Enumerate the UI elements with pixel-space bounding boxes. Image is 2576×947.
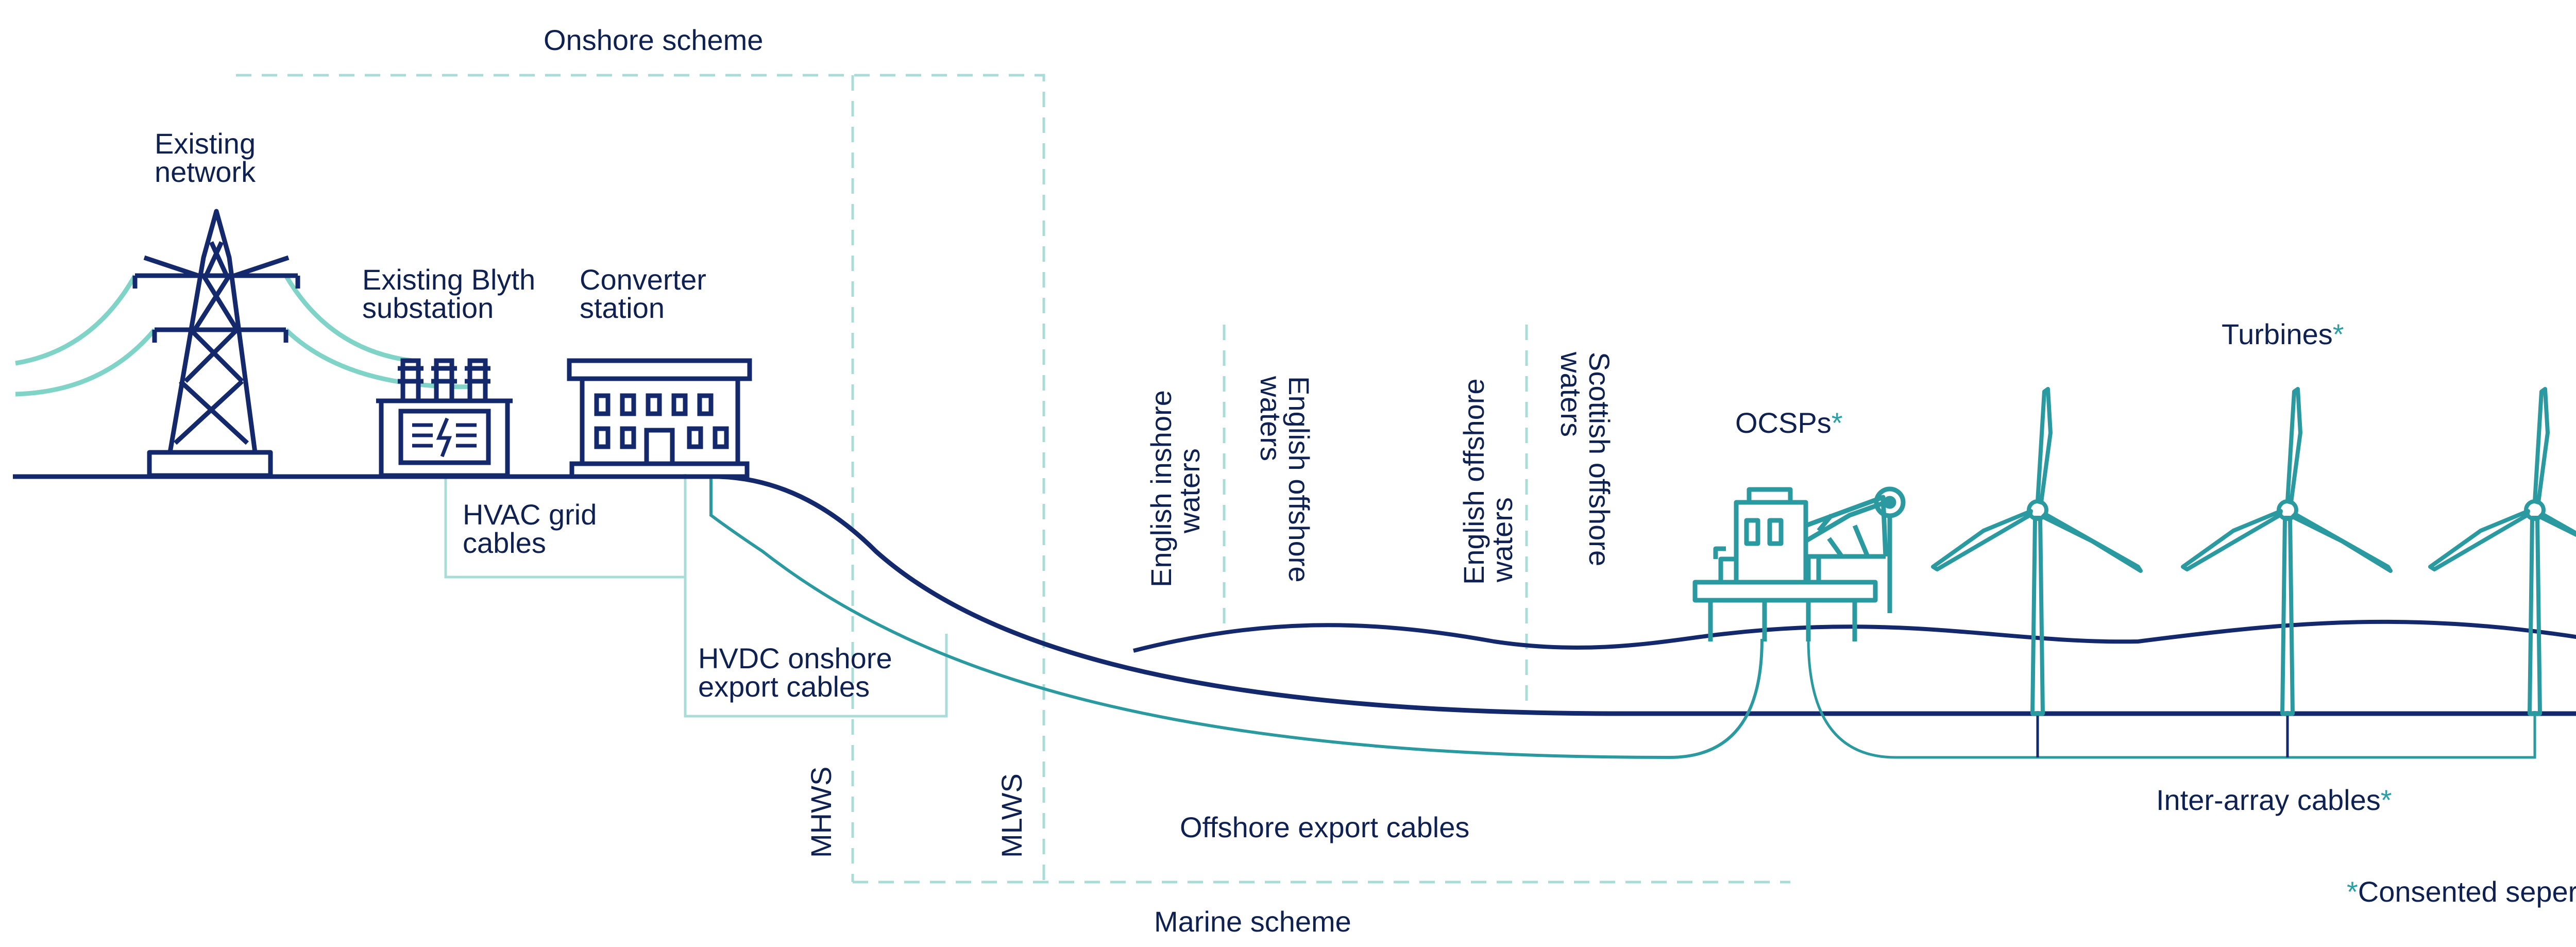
english-inshore-waters-label-line2: waters <box>1173 448 1206 534</box>
wind-turbine-icon <box>1931 387 2576 716</box>
scottish-offshore-waters-label-line2: waters <box>1555 351 1587 437</box>
array-tie-ticks <box>2036 714 2289 757</box>
turbine-3 <box>2428 387 2576 716</box>
english-offshore-waters-label-a: English offshore <box>1283 376 1315 583</box>
hvdc-onshore-export-cables-label-line2: export cables <box>698 670 870 703</box>
scheme-boundaries <box>236 74 1790 884</box>
onshore-scheme-label: Onshore scheme <box>544 24 763 56</box>
ocsps-label: OCSPs* <box>1735 407 1843 439</box>
scottish-offshore-waters-label: Scottish offshore <box>1583 352 1616 566</box>
blyth-substation-label-line2: substation <box>362 292 494 324</box>
hvac-grid-cables-label-line2: cables <box>463 527 546 559</box>
english-offshore-waters-label-b-line2: waters <box>1486 497 1518 583</box>
consented-note-asterisk: * <box>2347 875 2358 908</box>
seabed-line <box>718 474 2576 716</box>
turbine-2 <box>2181 387 2393 716</box>
hvac-grid-cables-label: HVAC grid <box>463 498 597 531</box>
existing-network-label-line2: network <box>155 156 256 188</box>
turbines-label: Turbines* <box>2222 318 2344 350</box>
english-offshore-waters-label-b: English offshore <box>1458 378 1490 585</box>
english-offshore-waters-label-a-line2: waters <box>1255 376 1287 461</box>
consented-note: *Consented seperately <box>2347 875 2576 908</box>
diagram-labels: Onshore scheme Marine scheme Existing ne… <box>155 24 2576 938</box>
hvdc-onshore-export-cables-label: HVDC onshore <box>698 642 892 674</box>
turbine-1 <box>1931 387 2143 716</box>
inter-array-cables-text: Inter-array cables <box>2156 784 2381 816</box>
insulator-2 <box>431 358 457 403</box>
ocsps-text: OCSPs <box>1735 407 1832 439</box>
inter-array-cable-line <box>1807 638 2536 759</box>
converter-station-label-line2: station <box>580 292 665 324</box>
blyth-substation-label: Existing Blyth <box>362 263 535 296</box>
english-inshore-waters-label: English inshore <box>1145 390 1177 587</box>
converter-station-label: Converter <box>580 263 706 296</box>
inter-array-cables-label: Inter-array cables* <box>2156 784 2392 816</box>
inter-array-cables-asterisk: * <box>2381 784 2392 816</box>
insulator-3 <box>465 358 490 403</box>
existing-network-label: Existing <box>155 127 256 160</box>
pylon-icon <box>132 209 300 478</box>
offshore-export-cables-label: Offshore export cables <box>1180 811 1469 843</box>
hvdc-callout-box <box>684 577 948 718</box>
insulator-1 <box>398 358 423 403</box>
turbines-text: Turbines <box>2222 318 2333 350</box>
mhws-label: MHWS <box>805 767 837 858</box>
callout-boxes <box>444 474 948 718</box>
consented-note-text: Consented seperately <box>2358 875 2576 908</box>
substation-icon <box>376 358 513 478</box>
sea-surface-wave <box>1133 619 2576 653</box>
ground-and-cables <box>13 474 2576 759</box>
offshore-platform-icon <box>1692 486 1906 641</box>
ocsps-asterisk: * <box>1832 407 1843 439</box>
mlws-label: MLWS <box>995 773 1028 858</box>
turbines-asterisk: * <box>2333 318 2344 350</box>
converter-station-icon <box>567 358 752 479</box>
hvac-callout-box <box>444 474 687 579</box>
marine-scheme-label: Marine scheme <box>1154 905 1351 938</box>
onshore-scheme-boundary <box>236 74 1045 882</box>
export-cable-line <box>709 477 1764 759</box>
